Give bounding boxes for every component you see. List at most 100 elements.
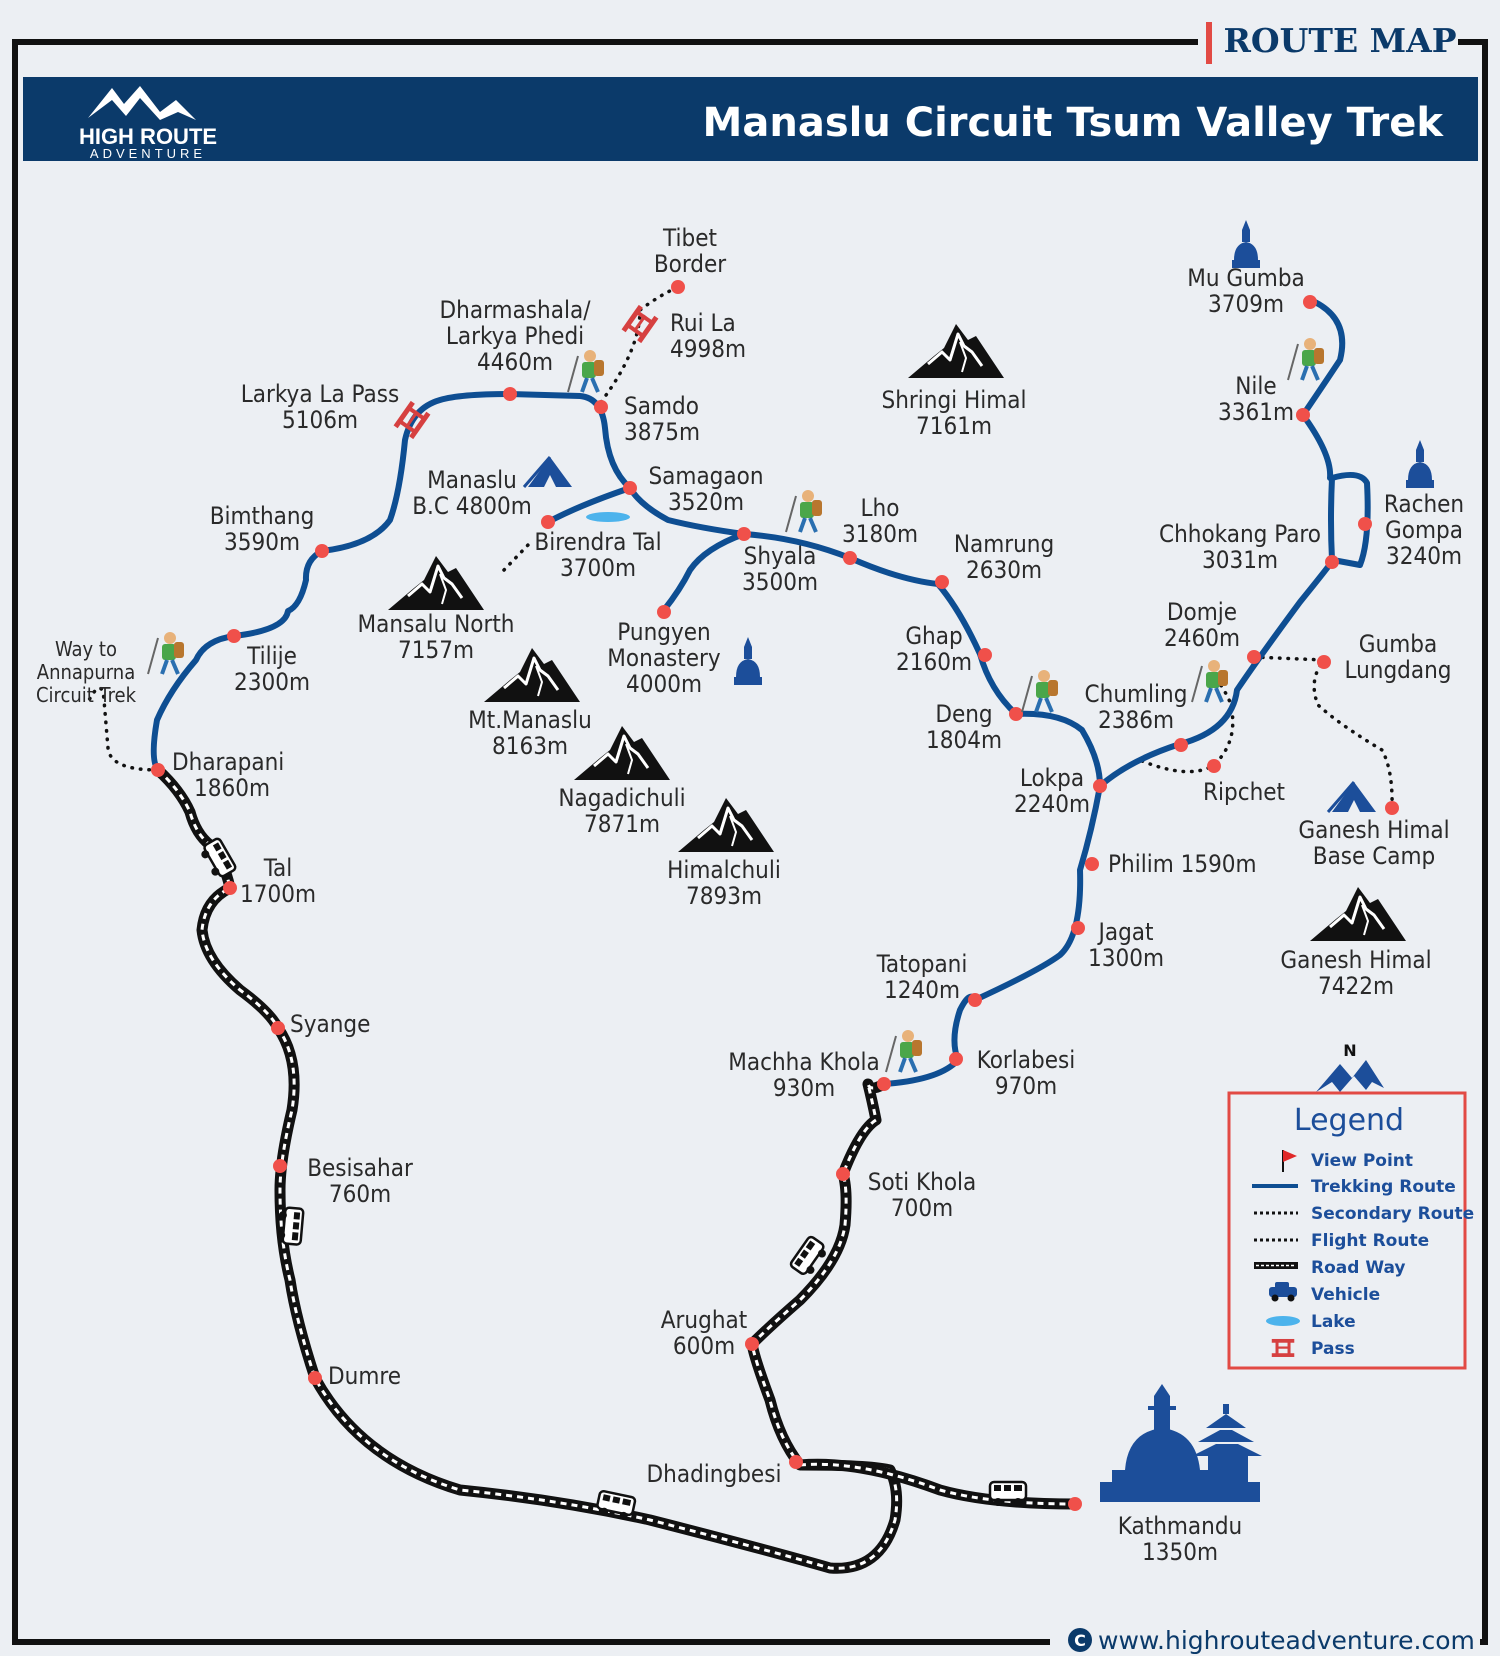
label-soti-khola: Soti Khola xyxy=(868,1168,977,1196)
legend-secondary-route: Secondary Route xyxy=(1311,1204,1474,1224)
legend: N Legend View Point Trekking Route Secon… xyxy=(1227,1041,1474,1370)
trekking-route-manaslu xyxy=(150,391,1103,1087)
mountain-icon xyxy=(676,796,776,854)
header-bar xyxy=(23,77,1478,161)
label-tal: Tal xyxy=(263,854,292,882)
legend-flight-route: Flight Route xyxy=(1311,1231,1429,1251)
label-dumre: Dumre xyxy=(328,1362,401,1390)
label-korlabesi: Korlabesi xyxy=(977,1046,1076,1074)
label-syange: Syange xyxy=(290,1010,370,1038)
trekking-route-pungyen xyxy=(661,531,747,613)
label-besisahar: Besisahar xyxy=(307,1154,413,1182)
label-way-to-annapurna: Way to xyxy=(55,637,117,661)
label-ganesh-bc: Ganesh Himal xyxy=(1298,816,1449,844)
label-rui-la: Rui La xyxy=(670,309,736,337)
mountain-icon xyxy=(572,724,672,782)
secondary-route-annapurna xyxy=(86,686,160,772)
location-markers xyxy=(151,280,1399,1511)
label-kathmandu: Kathmandu xyxy=(1118,1512,1242,1540)
route-map-tag: ROUTE MAP xyxy=(1223,21,1456,60)
label-dharmashala: Dharmashala/ xyxy=(440,296,592,324)
label-bimthang: Bimthang xyxy=(210,502,315,530)
label-chhokang-paro: Chhokang Paro xyxy=(1159,520,1321,548)
label-nile: Nile xyxy=(1235,372,1276,400)
north-indicator: N xyxy=(1343,1041,1356,1060)
label-ghap: Ghap xyxy=(905,622,962,650)
map-title: Manaslu Circuit Tsum Valley Trek xyxy=(703,100,1445,146)
label-ganesh-himal: Ganesh Himal xyxy=(1280,946,1431,974)
brand-subtitle: ADVENTURE xyxy=(90,146,206,161)
label-shringi-himal: Shringi Himal xyxy=(881,386,1026,414)
label-mansalu-north: Mansalu North xyxy=(358,610,515,638)
hiker-icon xyxy=(1020,668,1060,714)
legend-pass: Pass xyxy=(1311,1339,1355,1359)
label-lho: Lho xyxy=(861,494,900,522)
label-mu-gumba: Mu Gumba xyxy=(1187,264,1305,292)
label-ripchet: Ripchet xyxy=(1203,778,1285,806)
label-deng: Deng xyxy=(935,700,992,728)
hiker-icon xyxy=(1286,336,1326,382)
legend-road-way: Road Way xyxy=(1311,1258,1406,1278)
label-tibet-border: Tibet xyxy=(662,224,717,252)
label-philim: Philim 1590m xyxy=(1108,850,1257,878)
kathmandu-stupa-icon xyxy=(1100,1384,1262,1502)
label-chumling: Chumling xyxy=(1085,680,1188,708)
pass-icon xyxy=(621,304,659,344)
label-shyala: Shyala xyxy=(744,542,817,570)
label-rachen-gompa: Rachen xyxy=(1384,490,1464,518)
legend-lake: Lake xyxy=(1311,1312,1356,1332)
trekking-route xyxy=(150,299,1371,1087)
label-pungyen: Pungyen xyxy=(617,618,710,646)
logo-mountain-icon xyxy=(88,86,196,120)
website-link[interactable]: www.highrouteadventure.com xyxy=(1098,1626,1475,1655)
legend-title: Legend xyxy=(1294,1103,1404,1138)
label-manaslu-bc: Manaslu xyxy=(427,466,517,494)
label-birendra-tal: Birendra Tal xyxy=(534,528,661,556)
stupa-icon xyxy=(1406,440,1434,488)
label-larkya-la: Larkya La Pass xyxy=(241,380,399,408)
birendra-lake xyxy=(586,512,630,522)
label-samagaon: Samagaon xyxy=(648,462,763,490)
label-dharapani: Dharapani xyxy=(172,748,284,776)
mountain-icon xyxy=(386,554,486,612)
label-nagadichuli: Nagadichuli xyxy=(558,784,685,812)
legend-vehicle: Vehicle xyxy=(1311,1285,1380,1305)
hiker-icon xyxy=(566,348,606,394)
label-mt-manaslu: Mt.Manaslu xyxy=(468,706,592,734)
